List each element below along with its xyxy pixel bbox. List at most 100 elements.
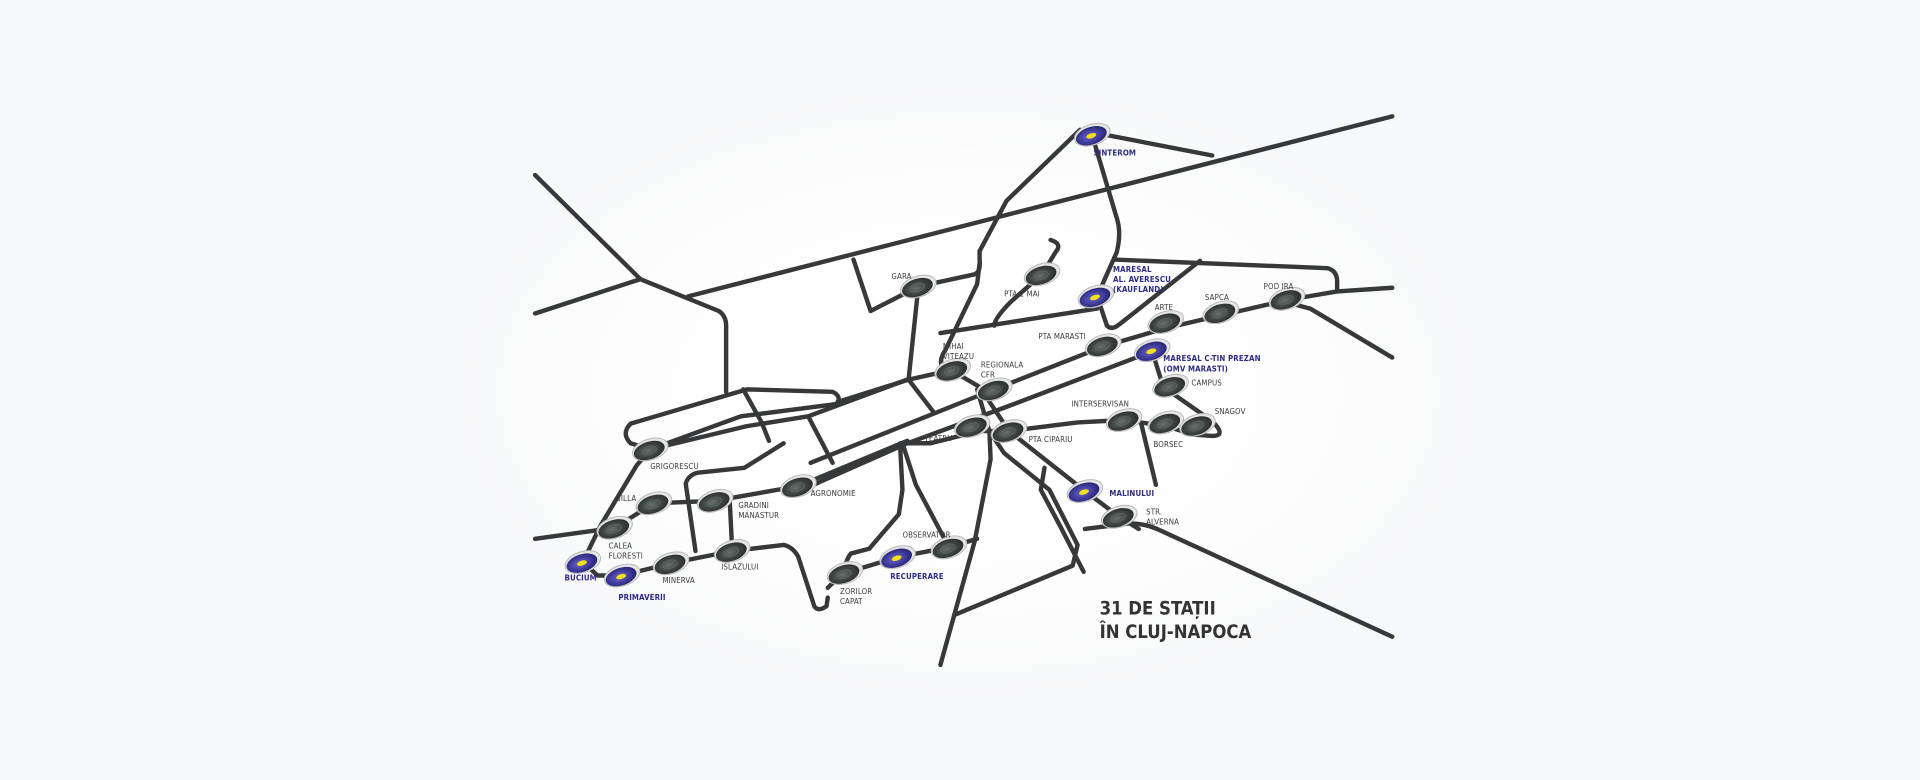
station-label: PTA MARASTI [1038, 332, 1085, 341]
station-disk [902, 277, 933, 298]
station-marker[interactable] [928, 532, 969, 563]
station-disk [698, 492, 730, 512]
station-marker[interactable] [1150, 370, 1191, 401]
station-marker[interactable] [650, 548, 691, 579]
station-label: OBSERVATOR [902, 531, 950, 540]
station-label-line: BILLA [616, 494, 636, 503]
station-disk [828, 564, 860, 584]
station-disk [932, 538, 964, 559]
station-ring [1162, 381, 1178, 392]
station-marker[interactable] [952, 411, 993, 442]
station-marker[interactable] [1200, 297, 1241, 328]
station-marker[interactable] [1072, 119, 1113, 150]
station-disk [1107, 411, 1139, 431]
station-marker[interactable] [1145, 407, 1186, 438]
station-label: SNAGOV [1215, 407, 1246, 416]
station-ring [606, 523, 622, 534]
station-label-line: PTA MARASTI [1038, 332, 1085, 341]
station-disk [637, 494, 669, 515]
road [638, 276, 729, 395]
station-marker[interactable] [594, 512, 635, 543]
station-disk [782, 477, 813, 497]
station-marker[interactable] [1103, 404, 1144, 435]
station-center-dot [576, 560, 587, 566]
station-label: SINTEROM [1093, 149, 1136, 158]
station-marker[interactable] [712, 535, 753, 566]
station-ring [1094, 341, 1110, 352]
station-disk [1154, 377, 1186, 397]
station-disk [598, 519, 630, 539]
road [938, 306, 1100, 336]
station-ring [1189, 421, 1205, 431]
road [580, 542, 830, 612]
station-ring [641, 445, 657, 456]
station-label-line: FLORESTI [609, 552, 643, 561]
station-ring [836, 569, 852, 579]
station-marker[interactable] [694, 485, 735, 516]
station-center-dot [616, 573, 627, 580]
station-label-line: CALEA [609, 542, 633, 551]
station-label-line: REGIONALA [981, 360, 1024, 369]
station-label-line: TEATRU [923, 434, 952, 443]
station-label: MARESAL C-TIN PREZAN(OMV MARASTI) [1163, 354, 1260, 373]
station-marker[interactable] [1132, 335, 1173, 366]
station-label-line: (OMV MARASTI) [1163, 364, 1228, 373]
station-label-line: PTA CIPARIU [1029, 435, 1073, 444]
station-disk [1102, 508, 1134, 528]
station-marker[interactable] [898, 271, 939, 302]
station-marker[interactable] [932, 354, 973, 385]
station-marker[interactable] [1177, 409, 1218, 440]
station-marker[interactable] [877, 542, 918, 573]
station-marker[interactable] [1083, 330, 1124, 361]
station-marker[interactable] [824, 557, 865, 588]
station-label: ARTE [1155, 303, 1173, 312]
station-label: SAPCA [1205, 293, 1229, 302]
station-marker[interactable] [1266, 283, 1307, 314]
station-marker[interactable] [1098, 501, 1139, 532]
station-label-line: MANASTUR [738, 511, 779, 520]
station-marker[interactable] [778, 471, 819, 502]
station-label: CAMPUS [1191, 379, 1222, 388]
station-disk [633, 440, 665, 461]
station-marker[interactable] [630, 434, 671, 465]
road [623, 377, 910, 452]
station-marker[interactable] [633, 488, 674, 519]
station-label-line: OBSERVATOR [902, 531, 950, 540]
station-marker[interactable] [1021, 259, 1062, 290]
station-label: TEATRU [923, 434, 952, 443]
station-marker[interactable] [974, 374, 1015, 405]
station-ring [1212, 308, 1228, 319]
station-ring [944, 366, 960, 376]
station-label: MINERVA [662, 576, 694, 585]
station-marker[interactable] [562, 546, 603, 577]
station-marker[interactable] [1075, 281, 1116, 312]
station-disk [1204, 303, 1236, 324]
station-ring [963, 422, 979, 433]
station-label-line: MIHAI [943, 342, 964, 351]
station-label-line: CFR [981, 370, 995, 379]
station-marker[interactable] [601, 560, 642, 591]
station-label: MALINULUI [1109, 489, 1154, 498]
station-label: STR.ALVERNA [1146, 507, 1179, 526]
station-ring [1033, 270, 1049, 281]
station-label-line: BORSEC [1153, 440, 1183, 449]
road [1090, 130, 1215, 158]
station-label-line: MARESAL [1113, 265, 1152, 274]
station-center-dot [1090, 294, 1100, 301]
station-label: PRIMAVERII [618, 593, 665, 602]
station-marker[interactable] [988, 415, 1029, 446]
station-disk [1086, 336, 1118, 357]
station-marker[interactable] [1145, 306, 1186, 337]
station-ring [1000, 427, 1016, 437]
station-label-line: ZORILOR [840, 587, 872, 596]
station-label-line: POD IRA [1264, 282, 1294, 291]
station-label: ISLAZULUI [721, 562, 758, 571]
station-label: GARA [891, 272, 911, 281]
station-label: INTERSERVISAN [1071, 400, 1129, 409]
road [1139, 421, 1159, 488]
station-marker[interactable] [1064, 475, 1105, 506]
